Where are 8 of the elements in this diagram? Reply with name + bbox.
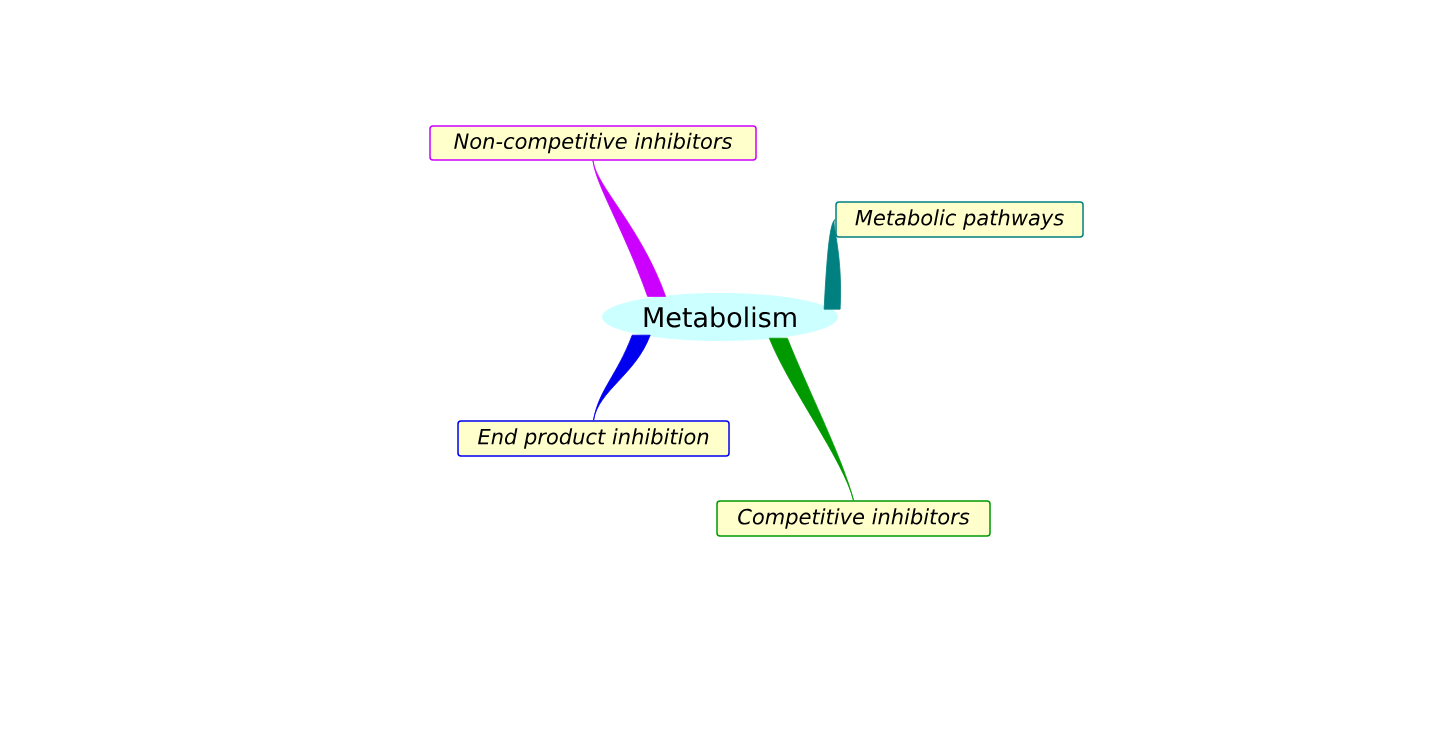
branch bbox=[768, 337, 854, 501]
topic-box: Non-competitive inhibitors bbox=[429, 125, 757, 161]
topic-box: Competitive inhibitors bbox=[716, 500, 991, 537]
branch bbox=[592, 160, 666, 297]
topic-box: Metabolic pathways bbox=[835, 201, 1084, 238]
branch bbox=[593, 334, 651, 421]
topic-box: End product inhibition bbox=[457, 420, 730, 457]
branch bbox=[823, 219, 841, 310]
